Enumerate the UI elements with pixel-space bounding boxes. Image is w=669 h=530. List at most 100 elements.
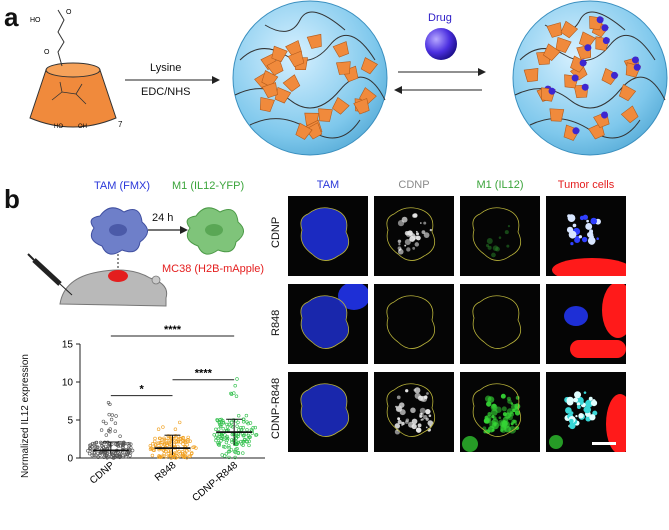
data-point [104, 433, 109, 437]
y-tick-label: 10 [62, 378, 74, 389]
data-point [235, 447, 239, 451]
data-point [150, 453, 155, 458]
data-point [167, 441, 171, 445]
micrograph-panel [460, 196, 540, 276]
data-point [117, 452, 122, 457]
data-point [214, 438, 218, 443]
data-point [233, 442, 237, 447]
data-point [215, 433, 219, 437]
significance-label: **** [164, 324, 182, 336]
data-point [113, 421, 118, 425]
data-point [150, 442, 155, 446]
data-point [112, 453, 116, 458]
data-point [125, 452, 129, 457]
data-point [111, 455, 116, 460]
data-point [241, 451, 245, 455]
data-point [225, 434, 229, 439]
data-point [227, 446, 231, 450]
data-point [247, 435, 251, 440]
x-tick-label: R848 [153, 460, 179, 484]
data-point [108, 402, 112, 407]
data-point [118, 434, 122, 438]
data-point [220, 453, 224, 457]
data-point [168, 442, 172, 446]
data-point [127, 441, 131, 446]
data-point [168, 437, 172, 442]
micrograph-column-header: Tumor cells [557, 179, 615, 191]
data-point [168, 449, 173, 453]
data-point [122, 440, 126, 445]
data-point [127, 443, 131, 448]
data-point [158, 455, 163, 460]
data-point [162, 454, 166, 458]
data-point [120, 443, 125, 448]
data-point [222, 437, 226, 441]
micrograph-panel [288, 196, 368, 276]
data-point [160, 437, 164, 442]
data-point [244, 413, 249, 418]
data-point [251, 426, 255, 430]
cd-cup-icon [305, 122, 323, 140]
panel-b-letter: b [4, 184, 20, 214]
data-point [218, 417, 222, 422]
data-point [181, 450, 185, 454]
data-point [185, 449, 189, 453]
micrograph-row-label: CDNP [270, 216, 282, 248]
data-point [250, 431, 255, 435]
data-point [106, 444, 111, 448]
data-point [229, 448, 234, 452]
micrograph-panel [288, 284, 368, 364]
data-point [223, 445, 227, 449]
micrograph-column-header: CDNP [398, 179, 430, 191]
tam-label: TAM (FMX) [94, 180, 151, 192]
micrograph-panel [546, 372, 626, 452]
micrograph-panel [288, 372, 368, 452]
micrograph-panel [374, 196, 454, 276]
data-point [185, 442, 189, 447]
m1-label: M1 (IL12-YFP) [172, 180, 245, 192]
svg-text:HO: HO [54, 124, 63, 130]
data-point [249, 428, 254, 432]
cd-cup-icon [332, 41, 349, 58]
data-point [235, 424, 239, 428]
cd-cup-icon [564, 74, 579, 89]
cd-cup-icon [261, 82, 278, 99]
cd-cup-icon [523, 68, 539, 83]
significance-label: **** [195, 368, 213, 380]
data-point [217, 419, 221, 424]
cd-cup-icon [555, 36, 572, 53]
nanoparticle-icon [232, 0, 388, 156]
data-point [239, 442, 244, 446]
tumor-label: MC38 (H2B-mApple) [162, 263, 265, 275]
data-point [239, 425, 243, 430]
data-point [169, 456, 173, 460]
svg-text:O: O [44, 49, 50, 56]
data-point [113, 442, 118, 447]
data-point [217, 427, 221, 431]
data-point [186, 435, 190, 440]
cd-cup-icon [589, 15, 604, 31]
data-point [108, 444, 112, 448]
data-point [224, 440, 229, 445]
drug-sphere-icon [425, 28, 457, 60]
data-point [178, 420, 182, 425]
data-point [234, 440, 239, 444]
cd-cup-icon [593, 111, 610, 129]
data-point [176, 440, 181, 444]
significance-label: * [140, 384, 145, 396]
data-point [226, 436, 230, 441]
data-point [92, 453, 96, 457]
data-point [236, 440, 240, 445]
data-point [181, 442, 185, 446]
data-point [239, 439, 243, 444]
data-point [229, 420, 234, 425]
data-point [108, 429, 112, 434]
data-point [88, 446, 92, 451]
data-point [242, 438, 247, 442]
data-point [247, 439, 251, 444]
data-point [159, 443, 164, 447]
svg-text:O: O [66, 9, 72, 16]
data-point [157, 436, 162, 441]
data-point [104, 421, 108, 426]
